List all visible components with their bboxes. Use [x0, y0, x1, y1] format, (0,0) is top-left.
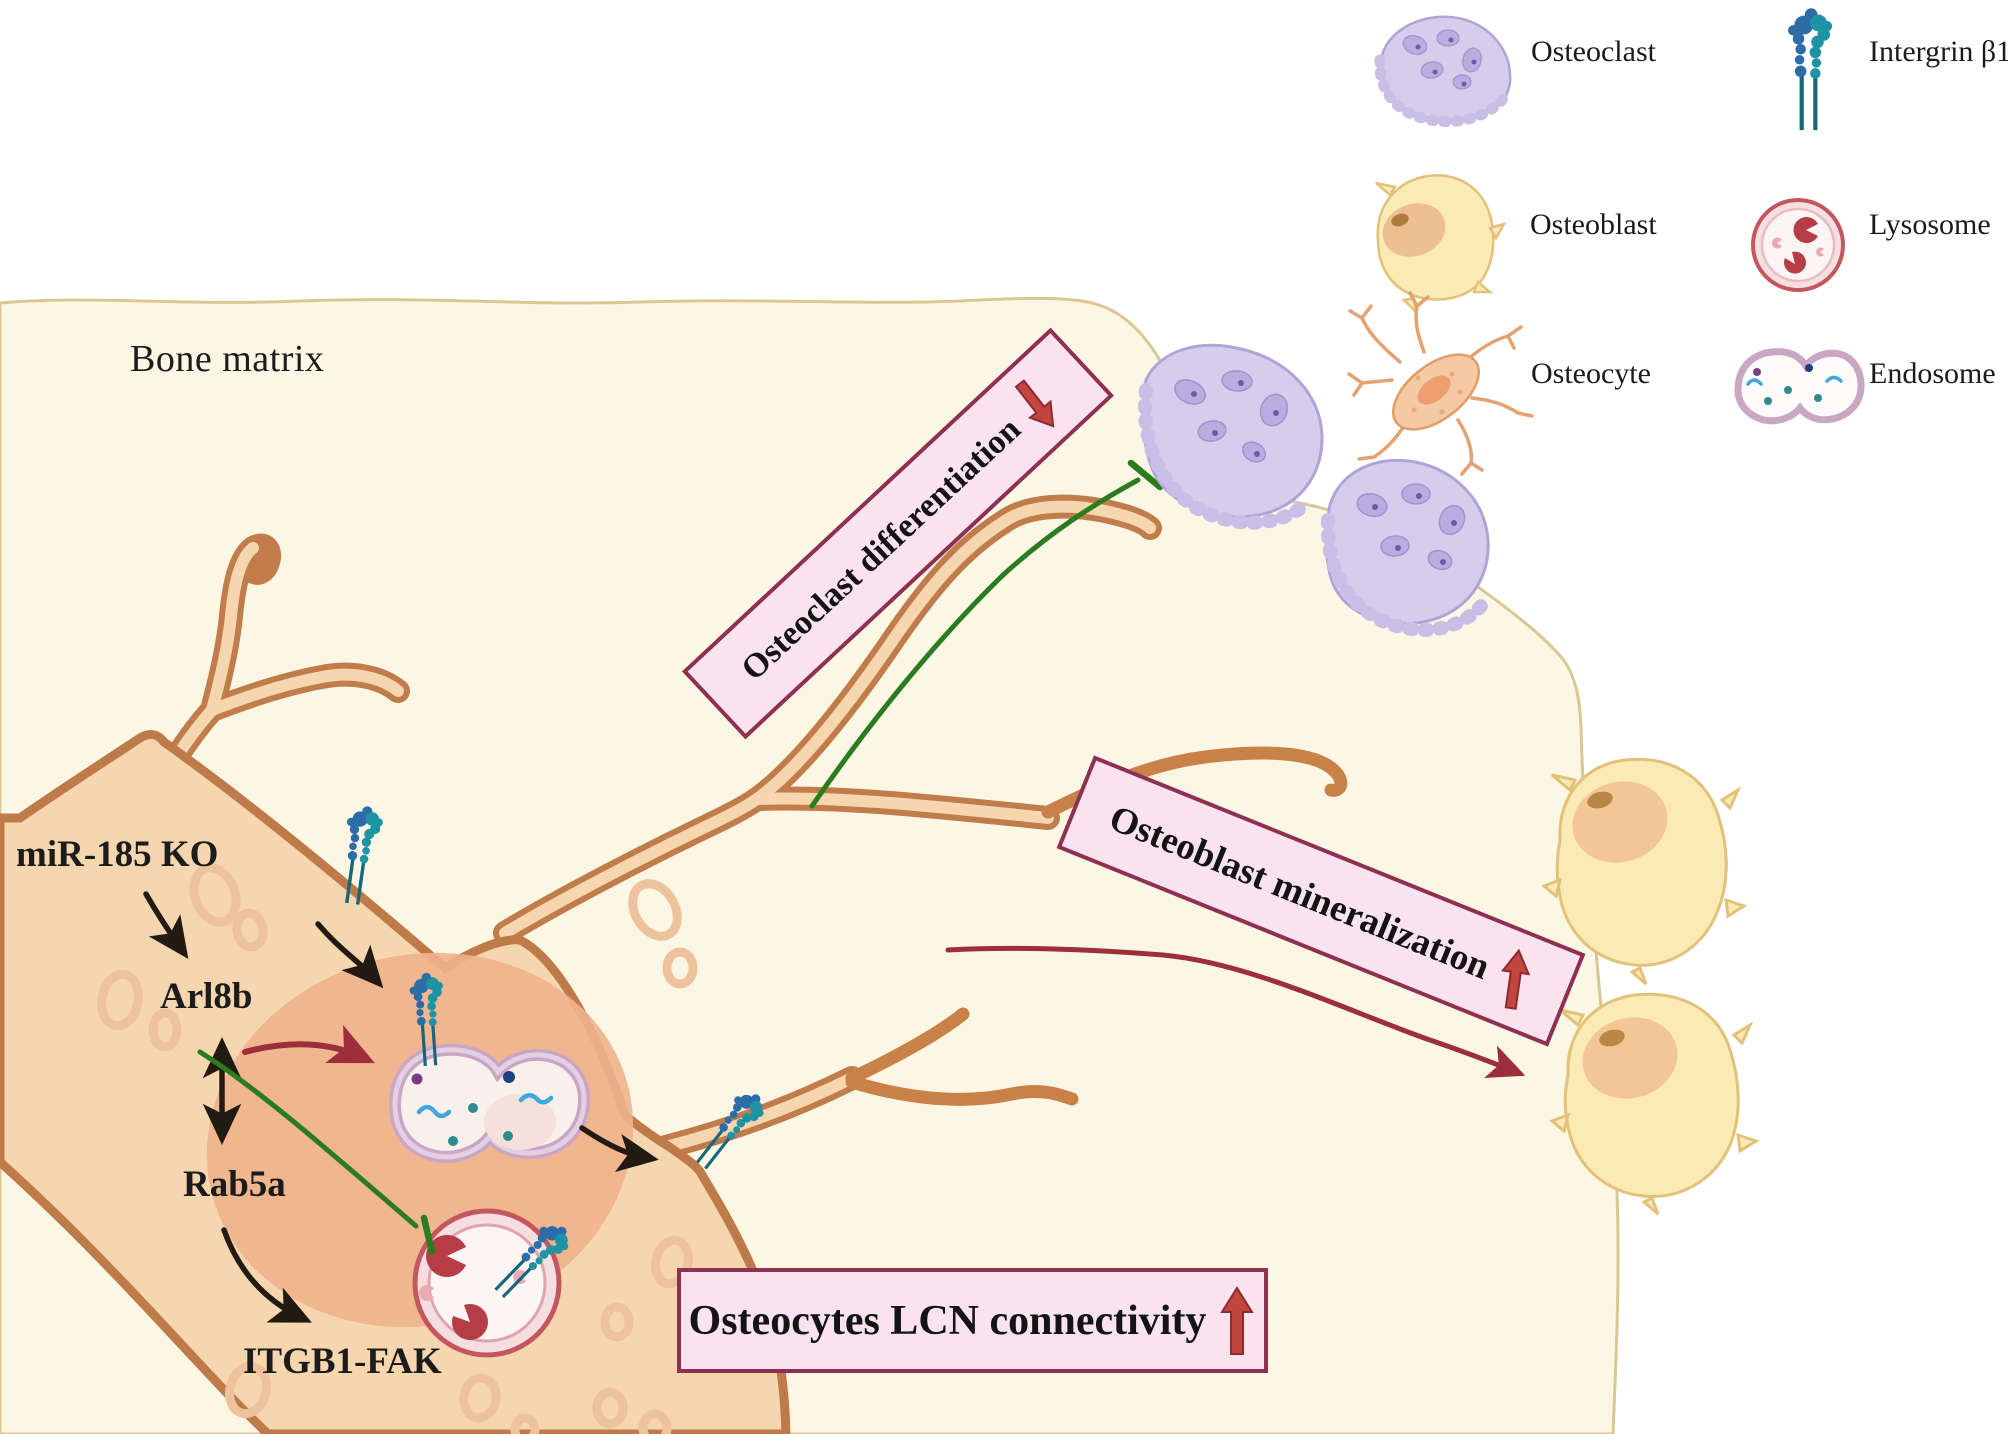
legend-label-osteocyte: Osteocyte	[1531, 357, 1651, 390]
inhibition-lines	[197, 459, 1164, 1256]
legend-integrin-beta1-icon	[1788, 8, 1832, 130]
legend-osteoclast-icon	[1374, 15, 1512, 128]
endosome-promotion-arrow	[242, 1024, 375, 1064]
osteocytes-lcn-connectivity-label: Osteocytes LCN connectivity	[688, 1297, 1207, 1344]
lysosome-inhibition-line	[197, 1049, 419, 1229]
endosome	[388, 1043, 591, 1163]
increase-arrow-icon	[1500, 948, 1531, 1010]
rab5a-label: Rab5a	[183, 1164, 286, 1205]
osteoclast-inhibition-line	[809, 477, 1141, 809]
mir185-ko-label: miR-185 KO	[16, 834, 219, 875]
legend-label-integrin: Intergrin β1	[1869, 35, 2008, 68]
legend-osteocyte-icon	[1347, 291, 1534, 476]
lysosome	[412, 1208, 562, 1358]
osteoblast-cells	[1541, 757, 1760, 1216]
legend-label-endosome: Endosome	[1869, 357, 1996, 390]
endocytosis-arrow	[315, 921, 384, 989]
legend-osteoblast-icon	[1375, 174, 1507, 316]
mir185-arl8b-arrow	[143, 891, 189, 959]
itgb1-fak-label: ITGB1-FAK	[243, 1341, 442, 1382]
legend-label-osteoblast: Osteoblast	[1530, 208, 1657, 241]
endosome-cargo	[411, 1071, 554, 1146]
bone-matrix-label: Bone matrix	[130, 338, 325, 380]
arl8b-label: Arl8b	[160, 976, 253, 1017]
osteoclast-cells	[1138, 343, 1490, 637]
legend-label-lysosome: Lysosome	[1869, 208, 1991, 241]
increase-arrow-icon	[1220, 1285, 1255, 1355]
osteoblast-mineralization-box: Osteoblast mineralization	[1056, 755, 1586, 1047]
legend-lysosome-icon	[1751, 198, 1845, 292]
osteocytes-lcn-connectivity-box: Osteocytes LCN connectivity	[677, 1268, 1268, 1373]
osteoblast-promotion-arrow	[945, 945, 1526, 1079]
legend-label-osteoclast: Osteoclast	[1531, 35, 1656, 68]
legend-endosome-icon	[1734, 348, 1865, 425]
organelles	[97, 863, 698, 1434]
rab5a-itgb1-arrow	[221, 1227, 312, 1323]
recycling-arrow	[579, 1125, 659, 1173]
osteoclast-differentiation-box: Osteoclast differentiation	[681, 327, 1115, 740]
decrease-arrow-icon	[1014, 378, 1055, 428]
